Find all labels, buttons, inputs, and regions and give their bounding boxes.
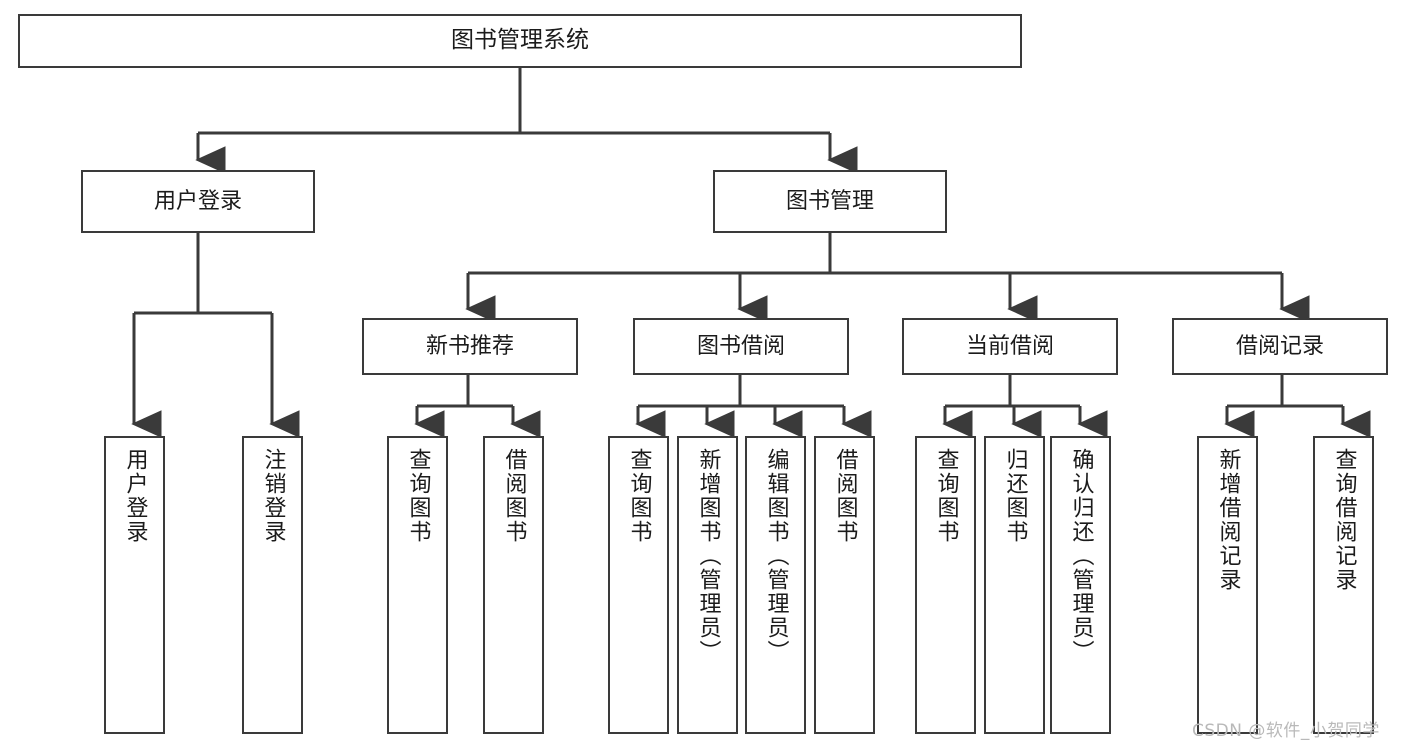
node-label: 借阅记录: [1235, 333, 1324, 359]
node-label: 查询图书: [626, 448, 652, 544]
node-label: 注销登录: [260, 448, 286, 544]
node-new-book-recommend[interactable]: 新书推荐: [362, 318, 578, 375]
node-label: 查询借阅记录: [1331, 448, 1357, 592]
node-label: 用户登录: [122, 448, 148, 544]
node-label: 当前借阅: [965, 333, 1054, 359]
node-label: 图书借阅: [696, 333, 785, 359]
node-leaf-edit-book[interactable]: 编辑图书（管理员）: [745, 436, 806, 734]
node-leaf-confirm-return[interactable]: 确认归还（管理员）: [1050, 436, 1111, 734]
node-leaf-borrow-book-1[interactable]: 借阅图书: [483, 436, 544, 734]
node-leaf-query-book-3[interactable]: 查询图书: [915, 436, 976, 734]
node-label: 确认归还（管理员）: [1068, 448, 1094, 664]
node-label: 借阅图书: [832, 448, 858, 544]
node-label: 图书管理: [785, 188, 874, 214]
csdn-watermark: CSDN @软件_小贺同学: [1192, 721, 1380, 741]
node-label: 查询图书: [933, 448, 959, 544]
node-label: 借阅图书: [501, 448, 527, 544]
node-root-book-management-system[interactable]: 图书管理系统: [18, 14, 1022, 68]
node-leaf-logout-login[interactable]: 注销登录: [242, 436, 303, 734]
node-user-login[interactable]: 用户登录: [81, 170, 315, 233]
node-label: 新书推荐: [425, 333, 514, 359]
node-current-borrow[interactable]: 当前借阅: [902, 318, 1118, 375]
node-label: 新增图书（管理员）: [695, 448, 721, 664]
node-label: 新增借阅记录: [1215, 448, 1241, 592]
node-label: 图书管理系统: [451, 27, 589, 54]
node-leaf-add-book[interactable]: 新增图书（管理员）: [677, 436, 738, 734]
node-leaf-return-book[interactable]: 归还图书: [984, 436, 1045, 734]
node-leaf-query-book-1[interactable]: 查询图书: [387, 436, 448, 734]
node-label: 编辑图书（管理员）: [763, 448, 789, 664]
node-leaf-borrow-book-2[interactable]: 借阅图书: [814, 436, 875, 734]
node-label: 查询图书: [405, 448, 431, 544]
node-borrow-record[interactable]: 借阅记录: [1172, 318, 1388, 375]
node-label: 归还图书: [1002, 448, 1028, 544]
node-label: 用户登录: [153, 188, 242, 214]
node-leaf-query-record[interactable]: 查询借阅记录: [1313, 436, 1374, 734]
node-leaf-add-record[interactable]: 新增借阅记录: [1197, 436, 1258, 734]
node-book-manage[interactable]: 图书管理: [713, 170, 947, 233]
node-leaf-user-login[interactable]: 用户登录: [104, 436, 165, 734]
node-leaf-query-book-2[interactable]: 查询图书: [608, 436, 669, 734]
node-book-borrow[interactable]: 图书借阅: [633, 318, 849, 375]
